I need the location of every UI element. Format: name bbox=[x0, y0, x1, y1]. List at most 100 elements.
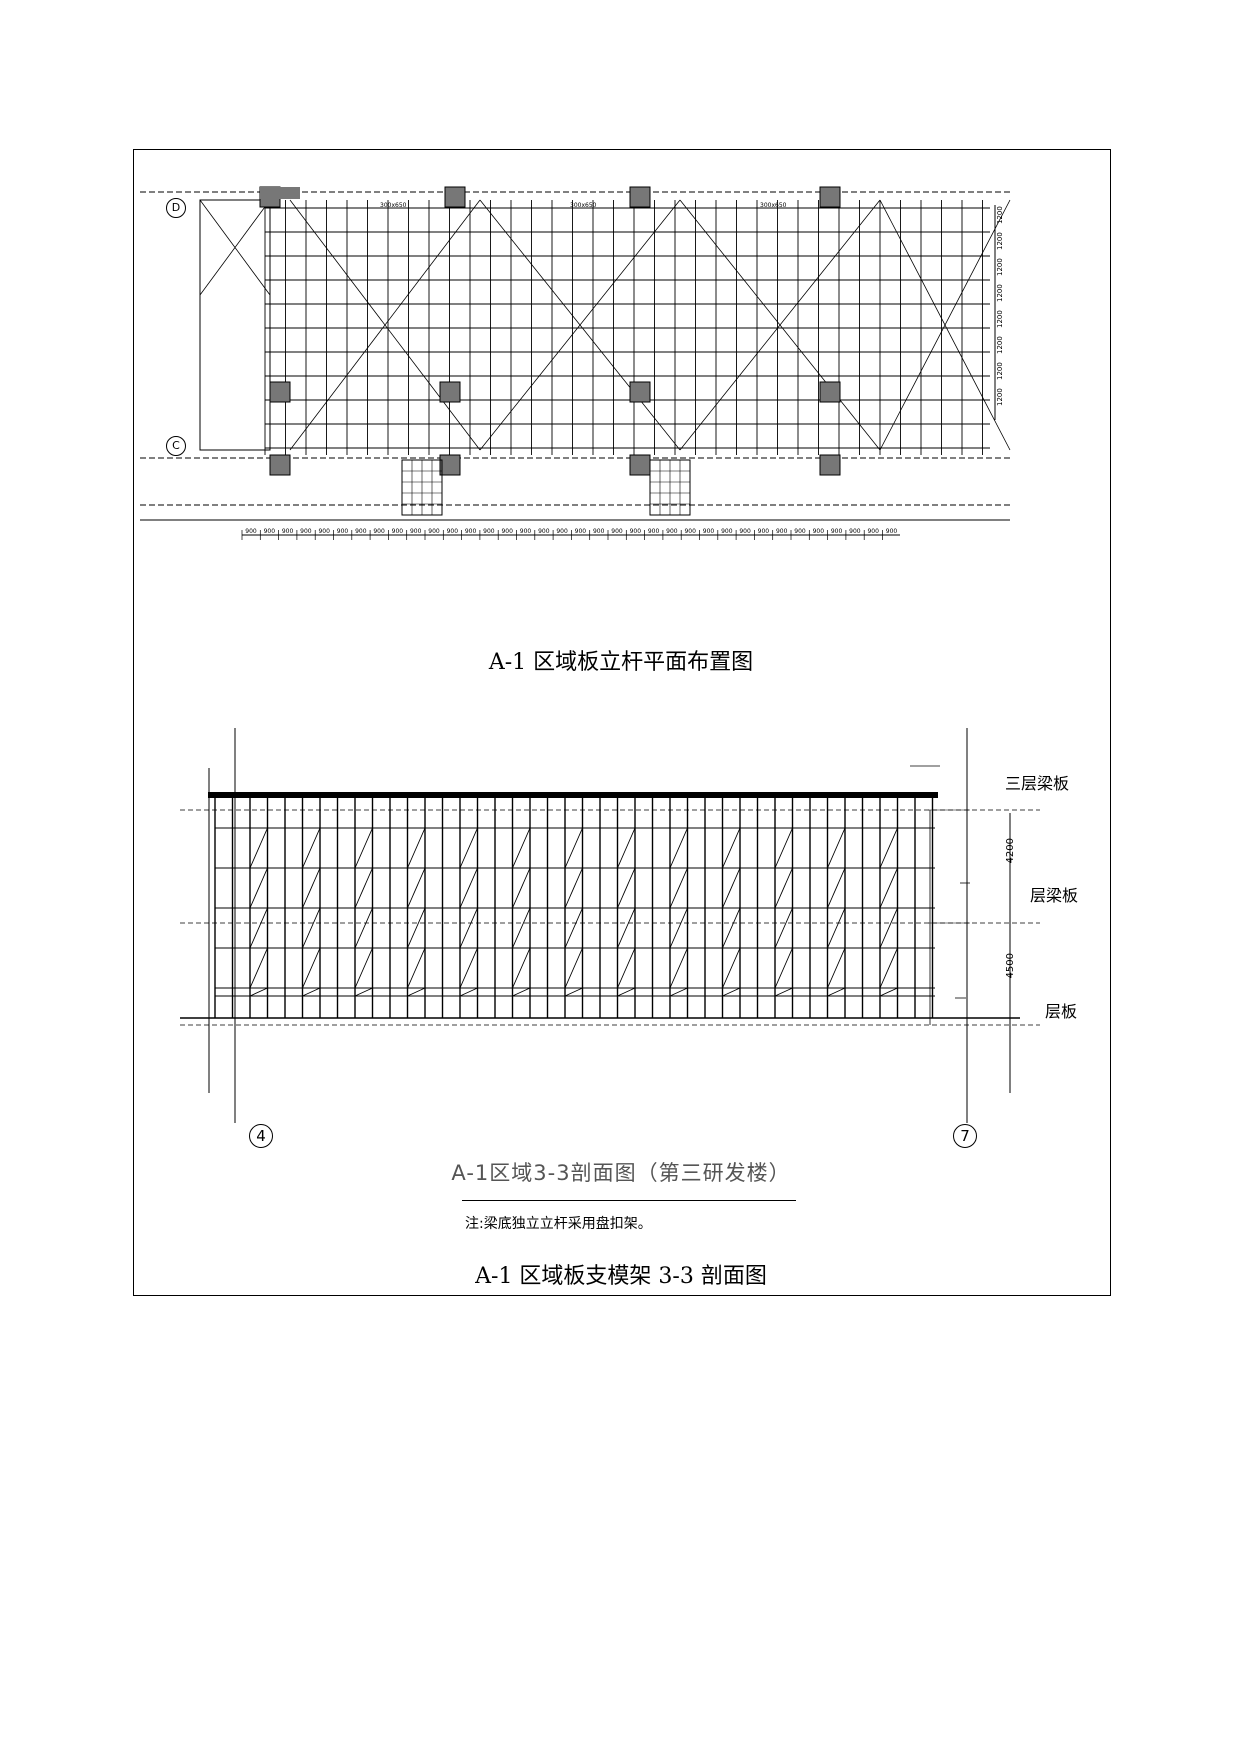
section-brace bbox=[617, 947, 636, 989]
section-brace bbox=[512, 947, 531, 989]
plan-dim-label: 900 bbox=[300, 528, 312, 535]
section-brace bbox=[879, 987, 898, 997]
plan-column bbox=[444, 186, 466, 208]
plan-dim-label: 900 bbox=[703, 528, 715, 535]
plan-dim-label: 900 bbox=[410, 528, 422, 535]
plan-dim-label: 900 bbox=[721, 528, 733, 535]
section-brace bbox=[722, 947, 741, 989]
section-brace bbox=[669, 907, 688, 949]
plan-dim-label: 900 bbox=[611, 528, 623, 535]
plan-column bbox=[439, 454, 461, 476]
plan-dim-label: 900 bbox=[666, 528, 678, 535]
section-brace bbox=[774, 827, 793, 869]
section-brace bbox=[407, 867, 426, 909]
section-brace bbox=[564, 987, 583, 997]
plan-brace bbox=[479, 199, 681, 451]
section-brace bbox=[879, 947, 898, 989]
plan-column bbox=[819, 186, 841, 208]
section-brace bbox=[249, 987, 268, 997]
plan-column bbox=[629, 454, 651, 476]
plan-dim-label: 900 bbox=[867, 528, 879, 535]
section-brace bbox=[407, 947, 426, 989]
section-brace bbox=[774, 987, 793, 997]
plan-brace bbox=[679, 199, 881, 451]
section-brace bbox=[774, 947, 793, 989]
section-brace bbox=[302, 947, 321, 989]
section-brace bbox=[564, 827, 583, 869]
section-brace bbox=[302, 987, 321, 997]
plan-dim-label: 900 bbox=[355, 528, 367, 535]
plan-axis-c-marker: C bbox=[166, 436, 186, 456]
drawing-frame bbox=[133, 149, 1111, 1296]
section-brace bbox=[564, 907, 583, 949]
plan-right-dim-label: 1200 bbox=[996, 388, 1004, 406]
section-brace bbox=[722, 867, 741, 909]
section-brace bbox=[669, 867, 688, 909]
plan-brace bbox=[289, 199, 481, 451]
plan-diagonal bbox=[199, 199, 271, 296]
plan-dim-label: 900 bbox=[318, 528, 330, 535]
section-brace bbox=[512, 827, 531, 869]
section-brace bbox=[722, 907, 741, 949]
section-brace bbox=[669, 827, 688, 869]
section-brace bbox=[302, 867, 321, 909]
section-slab-top bbox=[208, 792, 938, 798]
plan-dim-label: 900 bbox=[282, 528, 294, 535]
section-brace bbox=[512, 907, 531, 949]
section-brace bbox=[459, 947, 478, 989]
plan-dim-label: 900 bbox=[776, 528, 788, 535]
section-brace bbox=[249, 947, 268, 989]
level-label-top: 三层梁板 bbox=[1005, 774, 1070, 793]
plan-dim-label: 900 bbox=[392, 528, 404, 535]
section-axis-7-marker: 7 bbox=[953, 1124, 977, 1148]
plan-right-dim-label: 1200 bbox=[996, 258, 1004, 276]
plan-column-cap bbox=[260, 187, 300, 199]
plan-dim-label: 900 bbox=[245, 528, 257, 535]
plan-column bbox=[439, 381, 461, 403]
dim-upper: 4200 bbox=[1005, 838, 1016, 864]
section-brace bbox=[564, 947, 583, 989]
plan-dim-label: 900 bbox=[447, 528, 459, 535]
section-brace bbox=[827, 827, 846, 869]
section-brace bbox=[617, 987, 636, 997]
section-brace bbox=[722, 827, 741, 869]
plan-column bbox=[819, 381, 841, 403]
plan-dim-label: 900 bbox=[337, 528, 349, 535]
section-brace bbox=[617, 867, 636, 909]
plan-dim-label: 900 bbox=[739, 528, 751, 535]
section-brace bbox=[249, 867, 268, 909]
section-cad-caption: A-1区域3-3剖面图（第三研发楼） bbox=[451, 1161, 791, 1185]
section-brace bbox=[879, 907, 898, 949]
plan-dim-label: 900 bbox=[794, 528, 806, 535]
plan-dim-label: 900 bbox=[684, 528, 696, 535]
plan-dim-label: 900 bbox=[556, 528, 568, 535]
plan-dim-label: 900 bbox=[630, 528, 642, 535]
section-brace bbox=[354, 947, 373, 989]
plan-dim-label: 900 bbox=[593, 528, 605, 535]
plan-dim-label: 900 bbox=[849, 528, 861, 535]
section-brace bbox=[354, 987, 373, 997]
section-brace bbox=[512, 867, 531, 909]
section-brace bbox=[879, 867, 898, 909]
plan-right-dim-label: 1200 bbox=[996, 336, 1004, 354]
section-brace bbox=[459, 987, 478, 997]
section-drawing bbox=[180, 728, 1040, 1123]
section-caption: A-1 区域板支模架 3-3 剖面图 bbox=[475, 1264, 767, 1289]
section-brace bbox=[617, 827, 636, 869]
plan-right-dim-label: 1200 bbox=[996, 362, 1004, 380]
plan-dim-label: 900 bbox=[758, 528, 770, 535]
section-brace bbox=[827, 947, 846, 989]
section-brace bbox=[879, 827, 898, 869]
plan-beam-label: 300x650 bbox=[570, 202, 597, 209]
plan-dim-label: 900 bbox=[886, 528, 898, 535]
plan-right-dim-label: 1200 bbox=[996, 284, 1004, 302]
plan-column bbox=[269, 381, 291, 403]
section-brace bbox=[827, 867, 846, 909]
section-note: 注:梁底独立立杆采用盘扣架。 bbox=[465, 1216, 652, 1232]
plan-beam-label: 300x650 bbox=[380, 202, 407, 209]
section-brace bbox=[669, 987, 688, 997]
plan-dim-label: 900 bbox=[501, 528, 513, 535]
section-brace bbox=[564, 867, 583, 909]
plan-room bbox=[199, 199, 271, 451]
section-brace bbox=[617, 907, 636, 949]
